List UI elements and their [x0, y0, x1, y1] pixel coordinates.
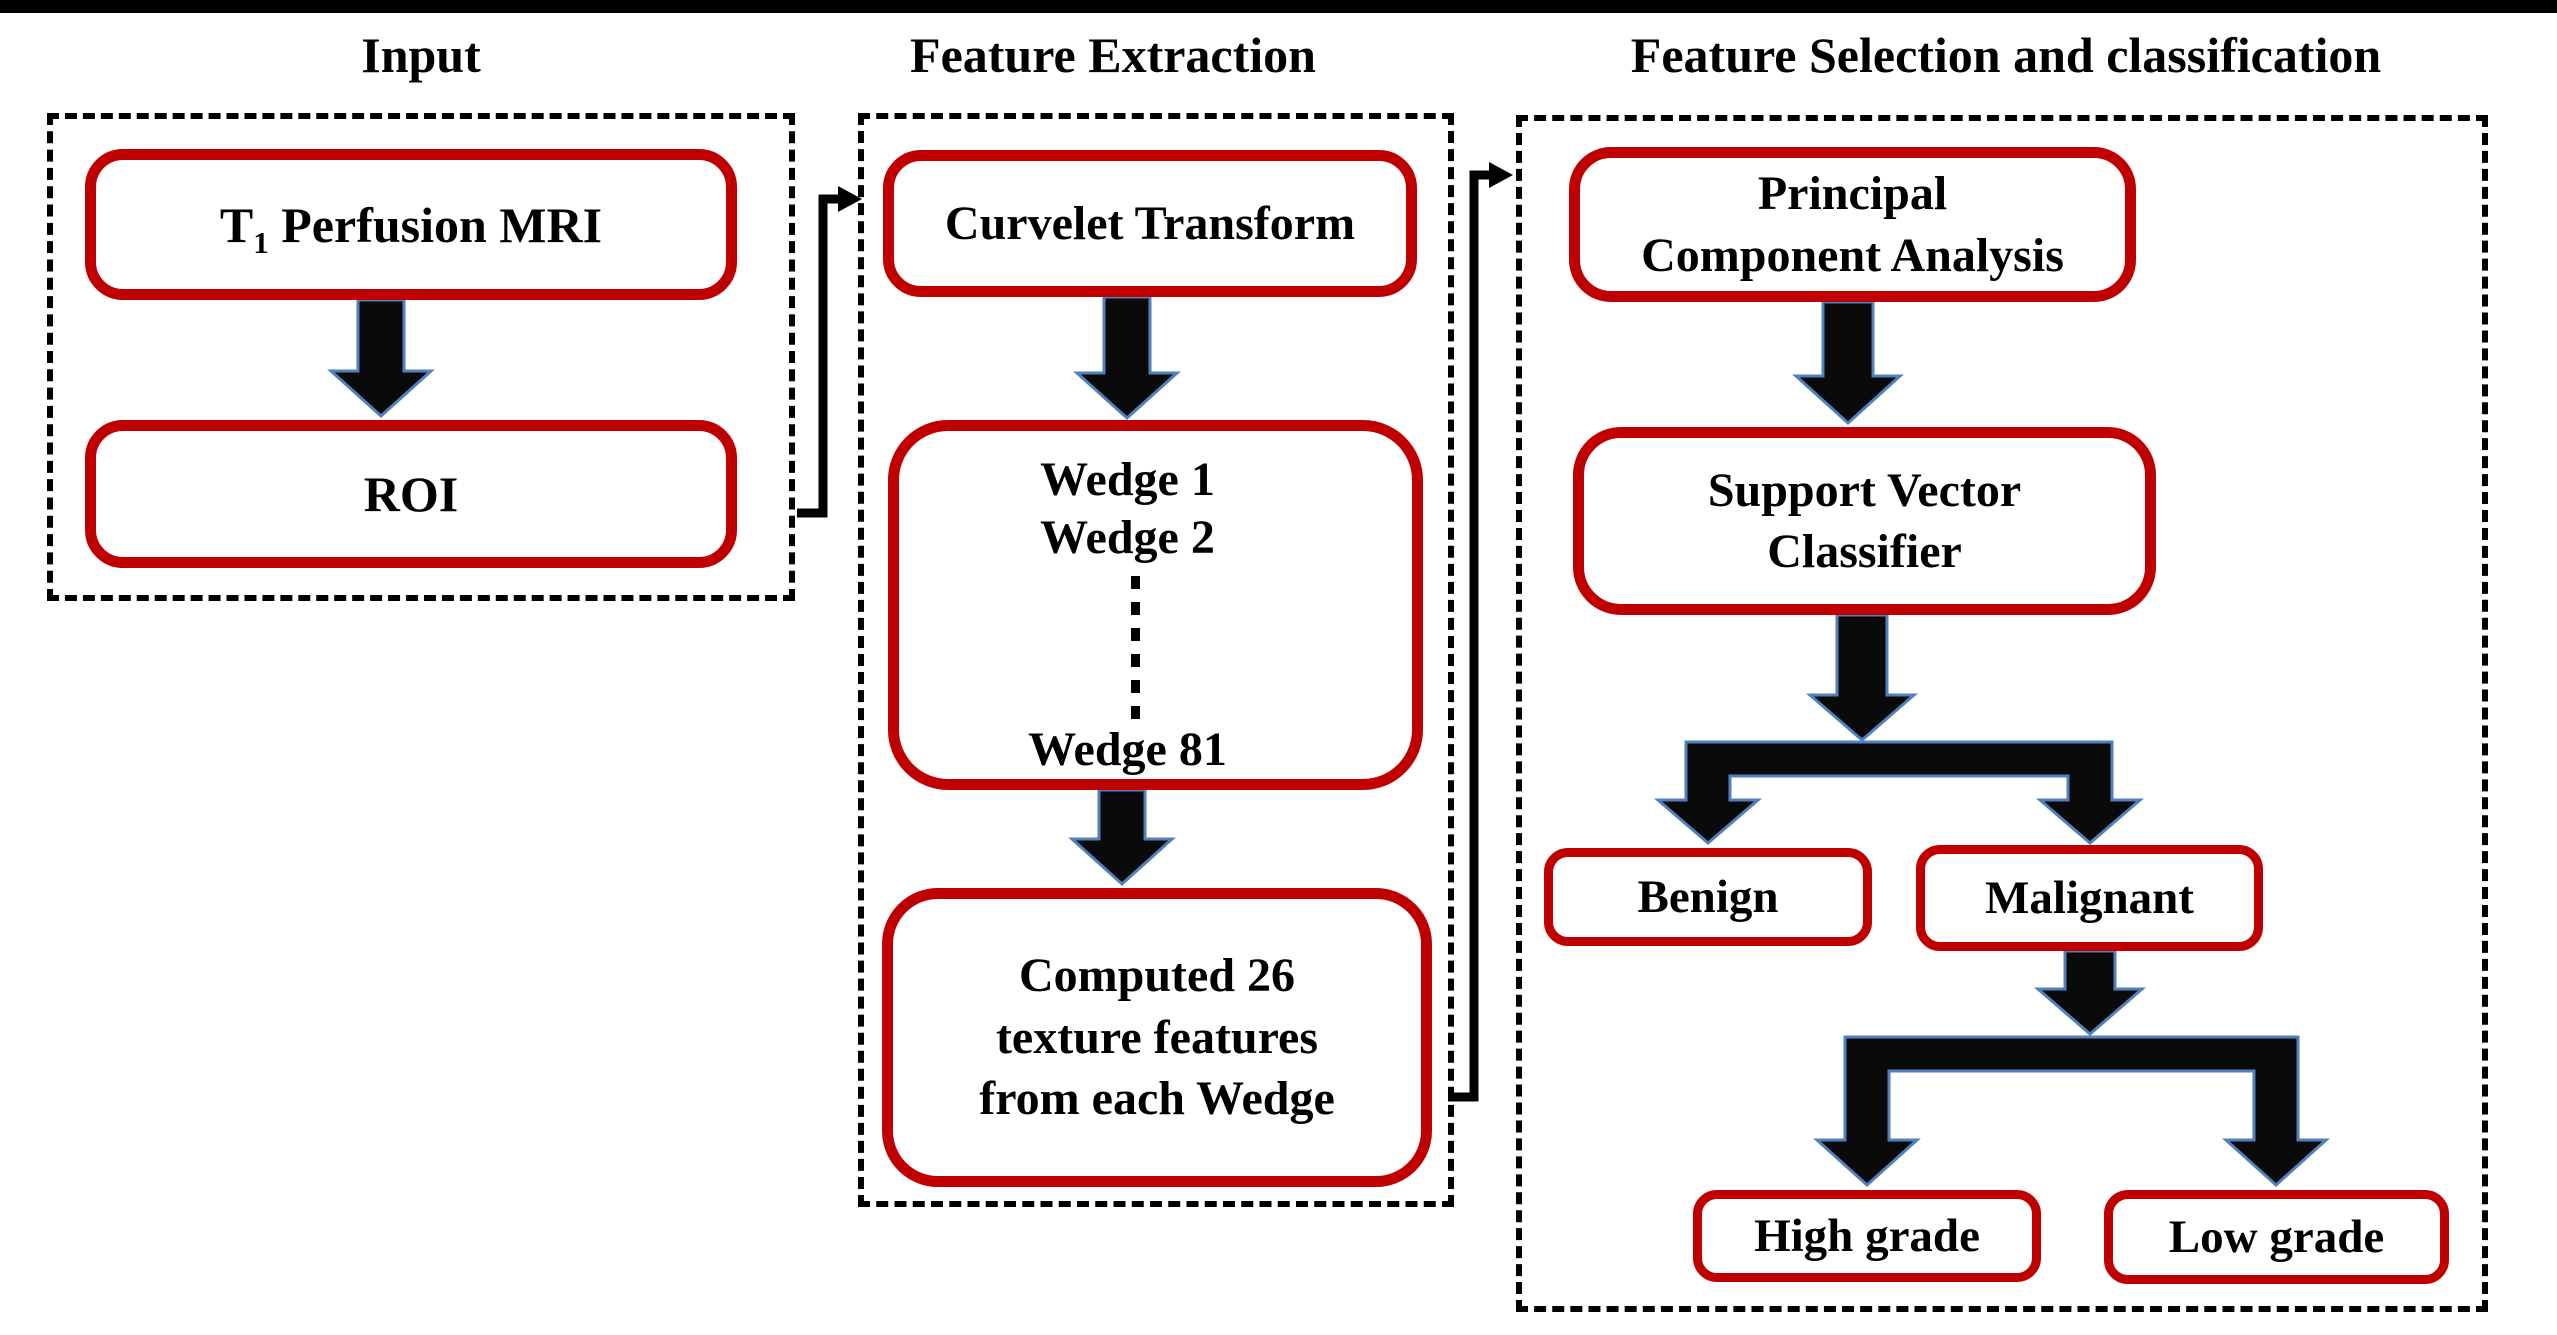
computed-line-1: Computed 26	[1018, 949, 1296, 1003]
branch-benign-malignant-icon	[1653, 740, 2145, 845]
section-title-input: Input	[361, 27, 481, 83]
connector-roi-to-curvelet-line	[797, 194, 844, 518]
wedge-ellipsis-dotted-line	[1131, 576, 1140, 724]
connector-computed-to-pca-line	[1448, 170, 1495, 1102]
section-title-feature-extraction: Feature Extraction	[910, 27, 1316, 83]
connector-computed-arrowhead-icon	[1489, 162, 1513, 188]
node-benign: Benign	[1544, 848, 1872, 946]
classification-section-box	[1516, 115, 2488, 1312]
node-t1-perfusion-mri: T1 Perfusion MRI	[85, 149, 737, 300]
pca-line-2: Component Analysis	[1641, 228, 2064, 282]
feature-extraction-section-box	[858, 113, 1454, 1207]
curvelet-label: Curvelet Transform	[944, 196, 1356, 250]
roi-label: ROI	[363, 466, 459, 522]
node-svc: Support Vector Classifier	[1573, 427, 2156, 615]
low-grade-label: Low grade	[2168, 1210, 2385, 1263]
node-high-grade: High grade	[1693, 1190, 2041, 1282]
node-roi: ROI	[85, 420, 737, 568]
top-black-bar	[0, 0, 2557, 13]
wedge-1-label: Wedge 1	[1040, 453, 1215, 506]
arrow-wedge-to-computed-icon	[1068, 788, 1176, 887]
benign-label: Benign	[1637, 870, 1779, 923]
arrow-malignant-to-split-icon	[2033, 949, 2147, 1036]
node-pca: Principal Component Analysis	[1569, 147, 2136, 302]
arrow-curvelet-to-wedge-icon	[1073, 295, 1181, 421]
section-title-classification: Feature Selection and classification	[1630, 27, 2382, 83]
pca-line-1: Principal	[1757, 167, 1948, 221]
svc-line-2: Classifier	[1767, 525, 1962, 578]
node-low-grade: Low grade	[2104, 1190, 2449, 1284]
high-grade-label: High grade	[1754, 1209, 1980, 1262]
malignant-label: Malignant	[1985, 871, 2194, 924]
arrow-t1-to-roi-icon	[327, 298, 435, 419]
t1-label: T1 Perfusion MRI	[219, 196, 603, 260]
input-section-box	[47, 113, 795, 601]
node-malignant: Malignant	[1916, 845, 2263, 951]
arrow-pca-to-svc-icon	[1792, 300, 1904, 426]
computed-line-2: texture features	[995, 1010, 1319, 1064]
computed-line-3: from each Wedge	[979, 1072, 1335, 1126]
node-computed-features: Computed 26 texture features from each W…	[882, 888, 1432, 1187]
wedge-81-label: Wedge 81	[1028, 723, 1227, 776]
node-curvelet-transform: Curvelet Transform	[883, 150, 1417, 297]
node-wedges: Wedge 1 Wedge 2 Wedge 81	[888, 420, 1423, 790]
arrow-svc-to-split-icon	[1805, 613, 1919, 742]
connector-roi-arrowhead-icon	[838, 186, 862, 212]
wedge-2-label: Wedge 2	[1040, 511, 1215, 564]
branch-grades-icon	[1813, 1035, 2330, 1188]
svc-line-1: Support Vector	[1707, 463, 2022, 517]
